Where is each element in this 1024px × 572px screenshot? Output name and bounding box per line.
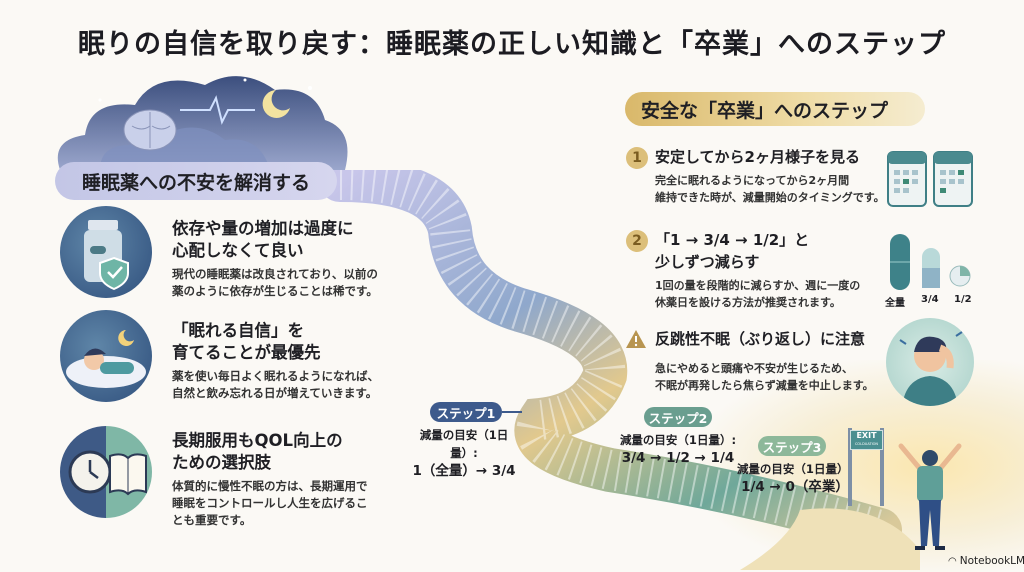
pill-label-half: 1/2 <box>954 294 972 305</box>
step-title: 「1 → 3/4 → 1/2」と <box>655 231 810 249</box>
calendar-icon <box>887 151 973 207</box>
step-title: 安定してから2ヶ月様子を見る <box>655 148 860 166</box>
item-body: 現代の睡眠薬は改良されており、以前の <box>172 267 378 281</box>
stair-step-2-badge: ステップ2 <box>644 407 712 427</box>
moon-icon <box>262 90 290 118</box>
sign-post <box>880 428 884 506</box>
dose-schedule: 1（全量）→ 3/4 <box>412 463 516 479</box>
item-title: 心配しなくて良い <box>172 241 304 260</box>
dose-schedule: 3/4 → 1/2 → 1/4 <box>621 450 735 466</box>
stair-step-1-badge: ステップ1 <box>430 402 502 422</box>
stair-step-3-badge: ステップ3 <box>758 436 826 456</box>
brain-icon <box>123 109 177 151</box>
pill-label-three-quarter: 3/4 <box>921 294 939 305</box>
dose-caption: 減量の目安（1日量）: <box>619 433 737 447</box>
step-body: 維持できた時が、減量開始のタイミングです。 <box>655 191 885 204</box>
warning-title: 反跳性不眠（ぶり返し）に注意 <box>655 330 866 348</box>
right-section-header: 安全な「卒業」へのステップ <box>625 92 925 126</box>
graduation-step-1: 安定してから2ヶ月様子を見る 完全に眠れるようになってから2ヶ月間 維持できた時… <box>655 146 885 206</box>
item-title: 「眠れる自信」を <box>172 321 304 340</box>
rebound-insomnia-warning: 反跳性不眠（ぶり返し）に注意 急にやめると頭痛や不安が生じるため、 不眠が再発し… <box>655 328 874 394</box>
clock-book-icon <box>60 426 152 518</box>
exit-sign-text: EXIT <box>856 431 877 440</box>
staircase-illustration <box>320 170 920 570</box>
step-number-badge: 1 <box>626 147 648 169</box>
item-title: ための選択肢 <box>172 453 271 472</box>
concern-item-long-term: 長期服用もQOL向上の ための選択肢 体質的に慢性不眠の方は、長期運用で 睡眠を… <box>172 430 368 529</box>
warning-body: 不眠が再発したら焦らず減量を中止します。 <box>655 379 874 392</box>
concern-item-confidence: 「眠れる自信」を 育てることが最優先 薬を使い毎日よく眠れるようになれば、 自然… <box>172 320 379 402</box>
dose-schedule: 1/4 → 0（卒業） <box>741 479 849 495</box>
graduation-step-2: 「1 → 3/4 → 1/2」と 少しずつ減らす 1回の量を段階的に減らすか、週… <box>655 229 860 311</box>
dose-caption: 減量の目安（1日量）: <box>419 428 509 460</box>
stair-step-2-text: 減量の目安（1日量）: 3/4 → 1/2 → 1/4 <box>615 431 741 467</box>
exit-sign-subtext: COLDUATION <box>854 442 879 446</box>
notebooklm-brand: ◠ NotebookLM <box>948 555 1024 567</box>
item-body: 体質的に慢性不眠の方は、長期運用で <box>172 479 368 493</box>
sign-post <box>848 428 852 506</box>
item-title: 依存や量の増加は過度に <box>172 219 354 238</box>
warning-icon <box>626 330 646 348</box>
connector-line <box>502 411 522 413</box>
headache-person-icon <box>886 318 974 406</box>
step-title: 少しずつ減らす <box>655 253 760 271</box>
left-section-header: 睡眠薬への不安を解消する <box>55 162 337 200</box>
page-title: 眠りの自信を取り戻す：睡眠薬の正しい知識と「卒業」へのステップ <box>78 29 946 60</box>
heartbeat-line <box>180 95 255 125</box>
exit-sign: EXIT COLDUATION <box>850 430 883 450</box>
step-number-badge: 2 <box>626 230 648 252</box>
warning-body: 急にやめると頭痛や不安が生じるため、 <box>655 362 853 375</box>
item-title: 長期服用もQOL向上の <box>172 431 343 450</box>
notebooklm-logo-icon: ◠ <box>948 555 957 567</box>
stair-step-1-text: 減量の目安（1日量）: 1（全量）→ 3/4 <box>408 426 520 480</box>
night-clouds-illustration <box>57 76 348 170</box>
step-body: 1回の量を段階的に減らすか、週に一度の <box>655 279 861 292</box>
stair-step-3-text: 減量の目安（1日量）: 1/4 → 0（卒業） <box>735 460 855 496</box>
medicine-bottle-shield-icon <box>60 206 152 298</box>
step-body: 休薬日を設ける方法が推奨されます。 <box>655 296 841 309</box>
concern-item-dependency: 依存や量の増加は過度に 心配しなくて良い 現代の睡眠薬は改良されており、以前の … <box>172 218 378 300</box>
dose-caption: 減量の目安（1日量）: <box>736 462 854 476</box>
pill-dosage-icon <box>890 234 971 290</box>
celebrating-person-illustration <box>898 443 962 550</box>
brand-name: NotebookLM <box>959 555 1024 567</box>
pill-label-full: 全量 <box>885 298 905 309</box>
item-body: 睡眠をコントロールし人生を広げるこ <box>172 496 368 510</box>
item-body: 自然と飲み忘れる日が増えていきます。 <box>172 386 378 400</box>
item-title: 育てることが最優先 <box>172 343 321 362</box>
step-body: 完全に眠れるようになってから2ヶ月間 <box>655 174 850 187</box>
item-body: とも重要です。 <box>172 513 252 527</box>
item-body: 薬を使い毎日よく眠れるようになれば、 <box>172 369 379 383</box>
sleeping-person-icon <box>60 310 152 402</box>
item-body: 薬のように依存が生じることは稀です。 <box>172 284 378 298</box>
